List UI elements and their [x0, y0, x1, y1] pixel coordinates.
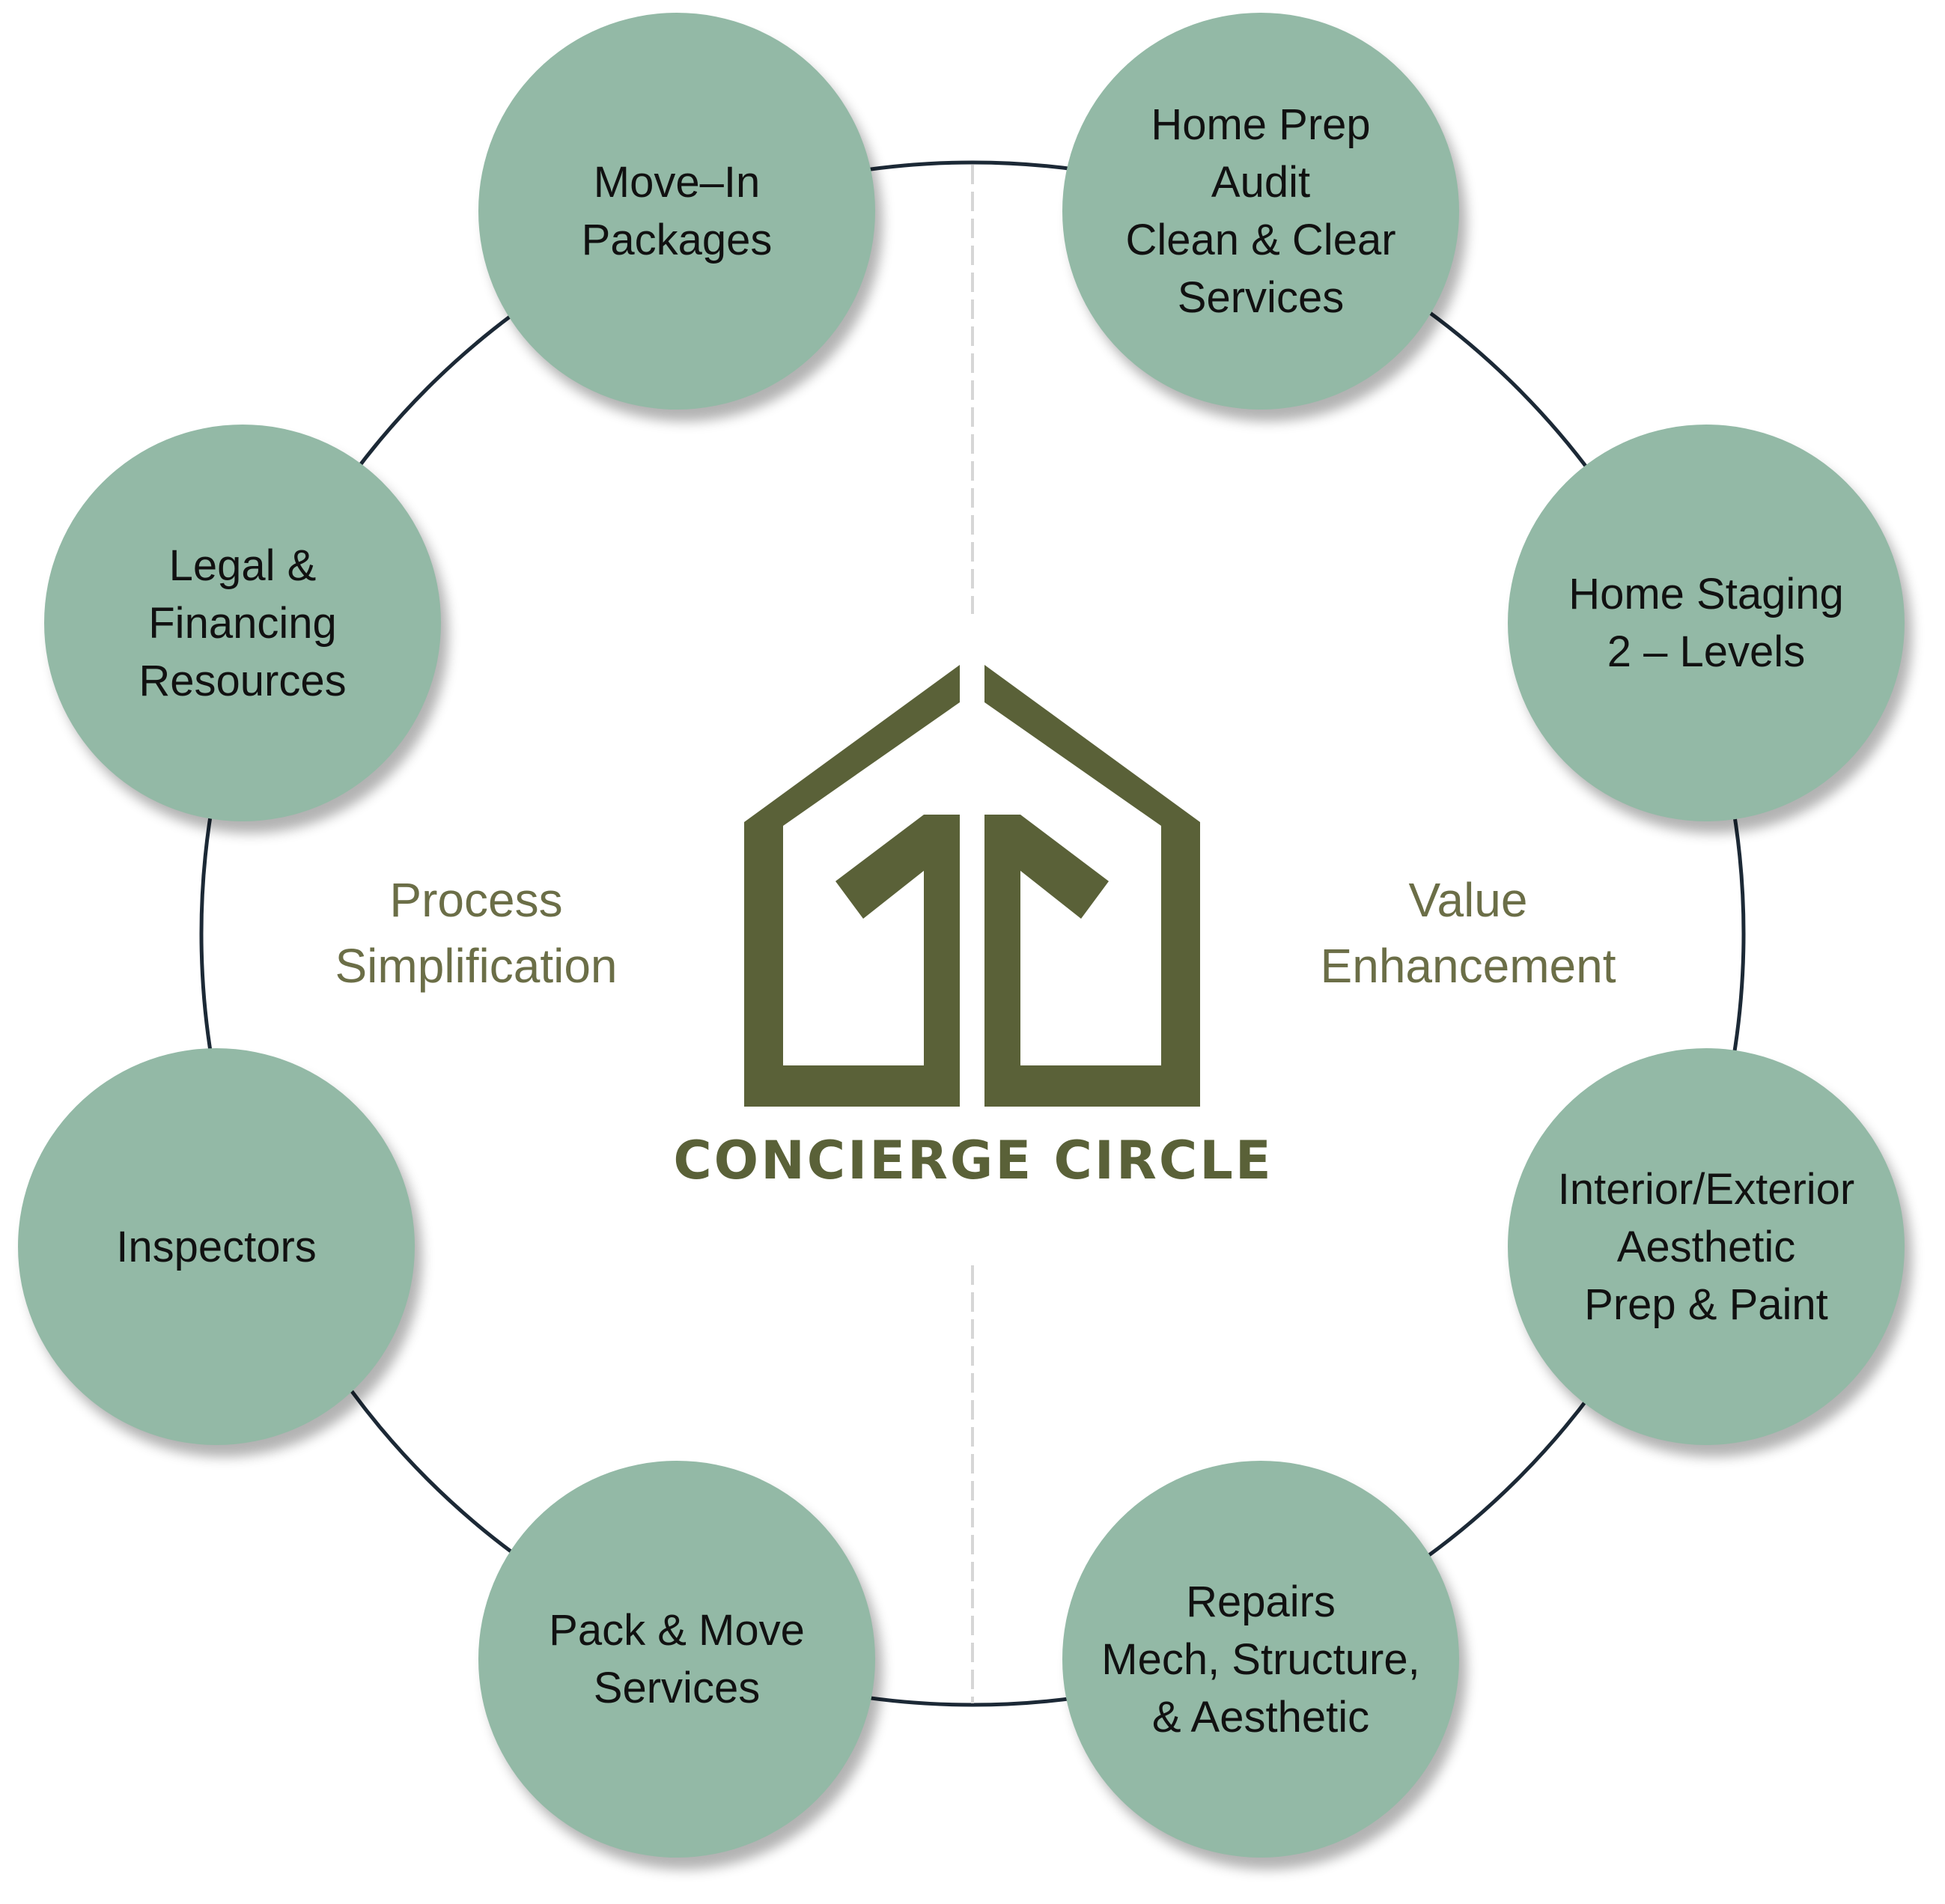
node-label-line: Move–In	[593, 158, 761, 207]
node-interior-exterior: Interior/Exterior Aesthetic Prep & Paint	[1508, 1048, 1905, 1445]
node-inspectors: Inspectors	[18, 1048, 415, 1445]
node-label-line: Mech, Structure,	[1101, 1634, 1420, 1684]
node-home-staging: Home Staging 2 – Levels	[1508, 425, 1905, 821]
node-label-line: Aesthetic	[1616, 1222, 1796, 1271]
node-label-line: Audit	[1211, 158, 1311, 207]
node-legal-financing: Legal & Financing Resources	[44, 425, 441, 821]
side-label-line: Process	[389, 873, 563, 927]
side-label-value-enhancement: Value Enhancement	[1244, 867, 1693, 999]
node-label-line: Home Prep	[1151, 100, 1371, 149]
node-label-line: Inspectors	[116, 1222, 317, 1271]
node-label-line: Financing	[148, 598, 337, 648]
node-label-line: & Aesthetic	[1151, 1692, 1370, 1742]
node-label-line: Repairs	[1186, 1577, 1336, 1626]
node-label-line: Interior/Exterior	[1557, 1164, 1855, 1214]
node-label-line: 2 – Levels	[1607, 627, 1806, 676]
logo-house-left	[744, 665, 960, 1107]
node-label-line: Packages	[581, 216, 773, 264]
logo-house-right	[984, 665, 1200, 1107]
node-home-prep-audit: Home Prep Audit Clean & Clear Services	[1062, 13, 1459, 410]
side-label-line: Simplification	[335, 939, 618, 993]
node-label-line: Services	[593, 1664, 761, 1712]
side-label-line: Enhancement	[1320, 939, 1616, 993]
house-arrows-logo-icon	[744, 665, 1200, 1107]
node-repairs: Repairs Mech, Structure, & Aesthetic	[1062, 1461, 1459, 1858]
node-label-line: Legal &	[168, 541, 317, 590]
node-label-line: Home Staging	[1568, 570, 1844, 618]
node-pack-move: Pack & Move Services	[478, 1461, 875, 1858]
node-label-line: Clean & Clear	[1125, 216, 1396, 264]
side-label-line: Value	[1408, 873, 1528, 927]
brand-title: CONCIERGE CIRCLE	[673, 1130, 1273, 1191]
node-label-line: Resources	[139, 656, 347, 705]
connector-ring	[199, 160, 1746, 1707]
node-label-line: Services	[1177, 273, 1345, 322]
side-label-process-simplification: Process Simplification	[252, 867, 701, 999]
node-label-line: Pack & Move	[549, 1606, 805, 1655]
node-move-in-packages: Move–In Packages	[478, 13, 875, 410]
node-label-line: Prep & Paint	[1584, 1280, 1828, 1329]
